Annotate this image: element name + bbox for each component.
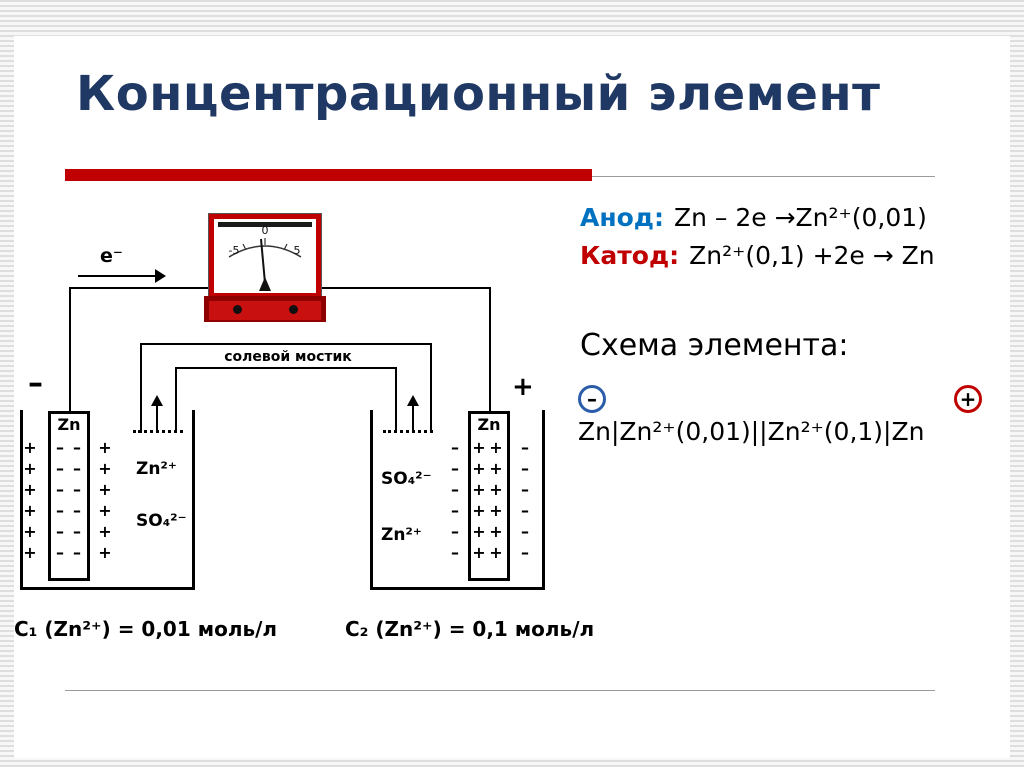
left-ion-label-1: Zn²⁺ xyxy=(136,459,177,479)
left-electrode-charge-column-2: – – – – – – xyxy=(73,438,81,562)
voltmeter-terminal-right xyxy=(289,305,298,314)
left-electrode: Zn xyxy=(48,411,90,581)
wire-left-vertical xyxy=(69,287,71,413)
voltmeter-needle xyxy=(260,238,266,284)
right-concentration-caption: C₂ (Zn²⁺) = 0,1 моль/л xyxy=(345,617,595,641)
left-beaker xyxy=(20,410,195,590)
cell-notation: Zn|Zn²⁺(0,01)||Zn²⁺(0,1)|Zn xyxy=(578,417,925,446)
right-ion-label-1: SO₄²⁻ xyxy=(381,469,432,489)
left-surface-dotted-line xyxy=(133,430,183,433)
right-wall-charge-column: – – – – – – xyxy=(521,438,529,562)
right-terminal-sign: + xyxy=(512,372,534,402)
voltmeter-face: -5 0 5 xyxy=(218,222,312,291)
right-surface-dotted-line xyxy=(383,430,433,433)
page-title: Концентрационный элемент xyxy=(76,66,881,122)
wire-right-vertical xyxy=(489,287,491,413)
voltmeter-tick-right xyxy=(283,243,288,251)
voltmeter-scale-right: 5 xyxy=(294,244,301,257)
right-beaker xyxy=(370,410,545,590)
divider-line-bottom xyxy=(65,690,935,691)
salt-bridge-inner-wall xyxy=(175,367,397,433)
electron-flow-label: e⁻ xyxy=(100,245,123,267)
electron-flow-arrow-icon xyxy=(155,269,166,283)
salt-bridge-outer-wall xyxy=(140,343,432,433)
left-electrode-label: Zn xyxy=(57,415,81,434)
right-ion-label-2: Zn²⁺ xyxy=(381,525,422,545)
anode-label: Анод: xyxy=(580,203,664,232)
left-bridge-flow-arrow-line xyxy=(156,405,158,433)
voltmeter-scale-left: -5 xyxy=(229,244,240,257)
right-electrode-label: Zn xyxy=(477,415,501,434)
right-bridge-flow-arrow-line xyxy=(412,405,414,433)
right-electrode-charge-column-1: + + + + + + xyxy=(472,438,486,562)
voltmeter-base xyxy=(209,301,321,320)
right-solution-charge-column: – – – – – – xyxy=(451,438,459,562)
right-electrode-charge-column-2: + + + + + + xyxy=(489,438,503,562)
left-wall-charge-column: + + + + + + xyxy=(23,438,37,562)
anode-equation: Zn – 2e →Zn²⁺(0,01) xyxy=(673,203,927,232)
cathode-equation-line: Катод: Zn²⁺(0,1) +2e → Zn xyxy=(580,241,935,270)
voltmeter-tick-left xyxy=(242,243,247,251)
voltmeter: -5 0 5 xyxy=(209,214,321,298)
content-panel xyxy=(14,36,1010,758)
voltmeter-needle-pivot xyxy=(259,277,271,291)
voltmeter-scale-arc xyxy=(228,245,302,258)
wire-left-horizontal xyxy=(69,287,239,289)
electron-flow-arrow-line xyxy=(78,275,156,277)
right-bridge-flow-arrow-icon xyxy=(407,395,419,406)
left-ion-label-2: SO₄²⁻ xyxy=(136,511,187,531)
positive-pole-badge: + xyxy=(954,385,982,413)
left-bridge-flow-arrow-icon xyxy=(151,395,163,406)
anode-equation-line: Анод: Zn – 2e →Zn²⁺(0,01) xyxy=(580,203,927,232)
cathode-label: Катод: xyxy=(580,241,680,270)
voltmeter-scale-center: 0 xyxy=(262,224,269,237)
right-electrode: Zn xyxy=(468,411,510,581)
voltmeter-terminal-left xyxy=(233,305,242,314)
left-terminal-sign: – xyxy=(28,366,43,401)
wire-right-horizontal xyxy=(293,287,491,289)
left-concentration-caption: C₁ (Zn²⁺) = 0,01 моль/л xyxy=(14,617,278,641)
cathode-equation: Zn²⁺(0,1) +2e → Zn xyxy=(689,241,935,270)
left-electrode-charge-column-1: – – – – – – xyxy=(56,438,64,562)
left-solution-charge-column: + + + + + + xyxy=(98,438,112,562)
scheme-heading: Схема элемента: xyxy=(580,328,849,363)
salt-bridge-label: солевой мостик xyxy=(224,349,352,365)
negative-pole-badge: – xyxy=(578,385,606,413)
accent-bar xyxy=(65,169,592,181)
voltmeter-top-strip xyxy=(218,222,312,227)
